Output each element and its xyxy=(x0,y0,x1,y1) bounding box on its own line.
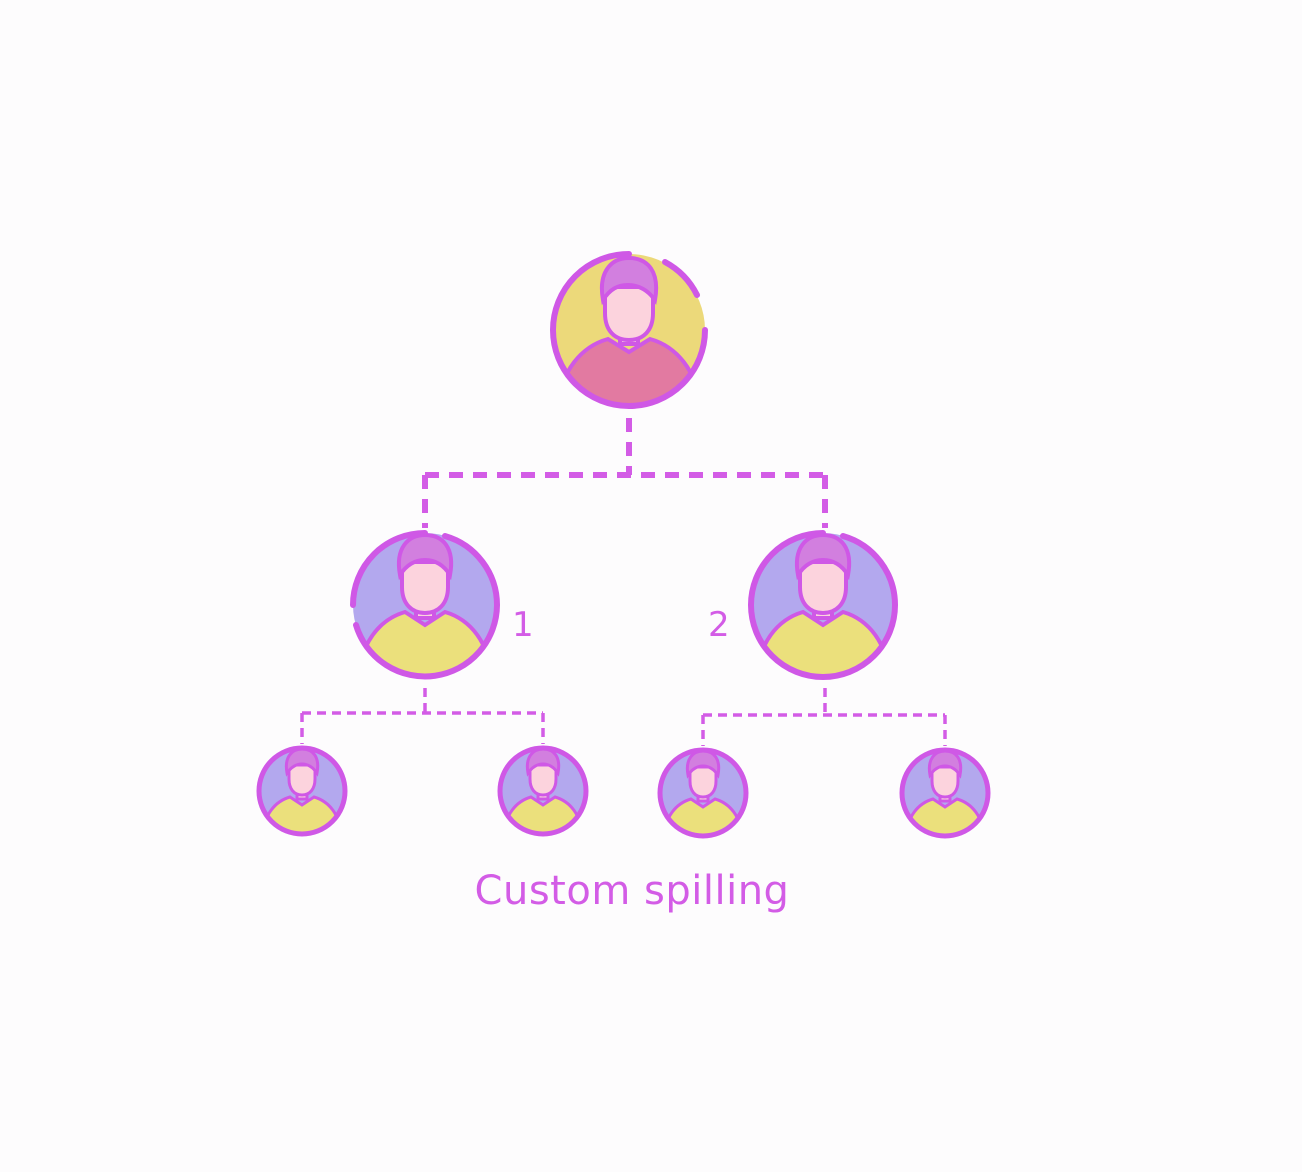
connector-left-to-leaves xyxy=(300,688,545,744)
root-avatar xyxy=(550,251,708,409)
leaf-avatar-3 xyxy=(657,747,749,839)
connector-root-to-level1 xyxy=(422,418,828,528)
level1-right-avatar xyxy=(748,530,899,680)
level1-left-avatar xyxy=(350,530,501,680)
connector-right-to-leaves xyxy=(701,688,947,746)
leaf-avatar-4 xyxy=(899,747,991,839)
position-label-1: 1 xyxy=(512,605,534,645)
position-label-2: 2 xyxy=(708,605,730,645)
leaf-avatar-2 xyxy=(497,745,589,837)
diagram-caption: Custom spilling xyxy=(474,868,790,914)
leaf-avatar-1 xyxy=(256,745,348,837)
